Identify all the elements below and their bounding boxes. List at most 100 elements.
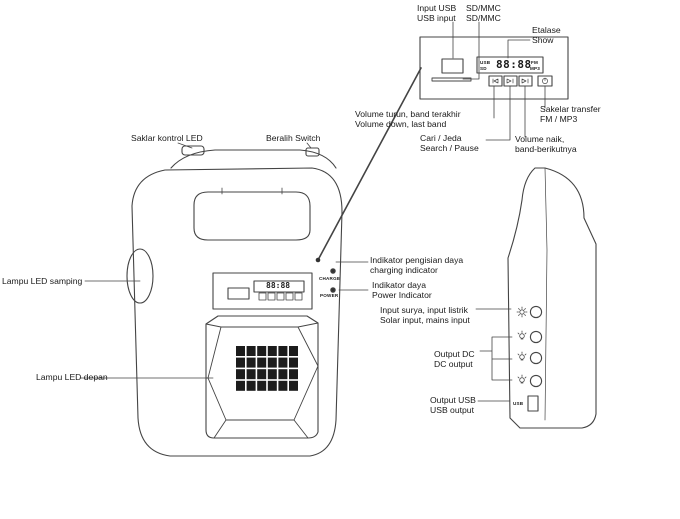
front-display-digits: 88:88 [266,281,291,290]
led-cell [236,369,245,380]
usb-port-slot [441,58,464,74]
led-cell [278,380,288,391]
panel-display-mp3: MP3 [530,66,541,71]
panel-display-fm: FM [531,60,539,65]
led-cell [246,346,256,356]
label-sd-mmc: SD/MMC [466,3,501,13]
power-indicator-led [330,287,336,293]
label-beralih-switch: Beralih Switch [266,133,321,143]
led-cell [267,369,277,380]
label-led-switch: Saklar kontrol LED [131,133,203,143]
label-charging: Indikator pengisian daya [370,255,464,265]
leader-dc [479,336,513,381]
solar-input-socket [529,305,543,319]
tag-usb: USB [513,401,524,406]
label-volume-down: Volume turun, band terakhir [355,109,461,119]
dc-bulb-icon-2 [517,351,527,361]
solar-sun-icon [516,306,528,318]
panel-next-button [518,75,533,87]
side-body [507,167,597,429]
dc-bulb-icon-1 [517,330,527,340]
panel-display-digits: 88:88 [496,58,532,71]
led-cell [267,380,277,391]
label-solar: Input surya, input listrik [380,305,468,315]
led-cell [257,346,267,356]
label-fm-mp3: FM / MP3 [540,114,578,124]
dc-output-socket-3 [529,374,543,388]
leader-to-front [317,67,422,261]
label-sd-mmc-en: SD/MMC [466,13,501,23]
led-cell [278,369,288,380]
front-display [253,280,305,293]
led-cell [257,369,267,380]
label-show: Show [532,35,554,45]
beralih-switch [305,147,320,157]
label-usb-output-en: USB output [430,405,474,415]
dc-bulb-icon-3 [517,374,527,384]
handle-cutout [193,191,311,241]
leader-beralih [306,142,312,149]
led-cell [246,357,256,368]
front-led-grid [236,346,298,391]
leader-search [485,85,511,141]
leader-sd-input [462,21,480,80]
leader-led-switch [177,142,193,149]
label-side-led: Lampu LED samping [2,276,83,286]
leader-show [507,39,531,59]
tag-charge: CHARGE [319,276,341,281]
dc-output-socket-2 [529,351,543,365]
front-view [79,142,369,457]
side-handle-ridge [544,167,548,421]
sd-card-slot [431,77,472,82]
label-power-en: Power Indicator [372,290,432,300]
led-cell [278,346,288,356]
label-dc-en: DC output [434,359,473,369]
label-dc: Output DC [434,349,475,359]
led-cell [257,380,267,391]
label-input-usb: Input USB [417,3,457,13]
panel-prev-button [488,75,503,87]
panel-display [476,56,544,74]
label-charging-en: charging indicator [370,265,438,275]
led-cell [267,346,277,356]
side-led-lamp [126,248,154,304]
led-cell [236,357,245,368]
panel-mode-button [537,75,553,87]
label-power: Indikator daya [372,280,426,290]
front-usb-port [227,287,250,300]
panel-play-button [503,75,518,87]
label-volume-down-en: Volume down, last band [355,119,447,129]
side-view [475,167,597,429]
led-cell [289,369,298,380]
label-usb-output: Output USB [430,395,476,405]
charging-indicator-led [330,268,336,274]
led-cell [289,357,298,368]
label-cari: Cari / Jeda [420,133,462,143]
led-cell [236,346,245,356]
front-control-panel [212,272,313,310]
label-volume-up: Volume naik, [515,134,565,144]
label-front-led: Lampu LED depan [36,372,108,382]
led-cell [267,357,277,368]
led-cell [236,380,245,391]
label-etalase: Etalase [532,25,561,35]
front-body [131,167,343,457]
label-switch: Sakelar transfer [540,104,601,114]
led-cell [289,346,298,356]
dc-output-socket-1 [529,330,543,344]
tag-power: POWER [320,293,339,298]
label-volume-up-en: band-berikutnya [515,144,577,154]
side-usb-port [527,395,539,412]
led-cell [289,380,298,391]
control-panel-closeup [315,21,569,263]
panel-display-sd: SD [480,66,487,71]
label-usb-input: USB input [417,13,456,23]
led-cell [257,357,267,368]
led-cell [246,369,256,380]
panel-display-usb: USB [480,60,491,65]
label-solar-en: Solar input, mains input [380,315,470,325]
led-cell [246,380,256,391]
led-cell [278,357,288,368]
led-control-switch [181,145,205,156]
